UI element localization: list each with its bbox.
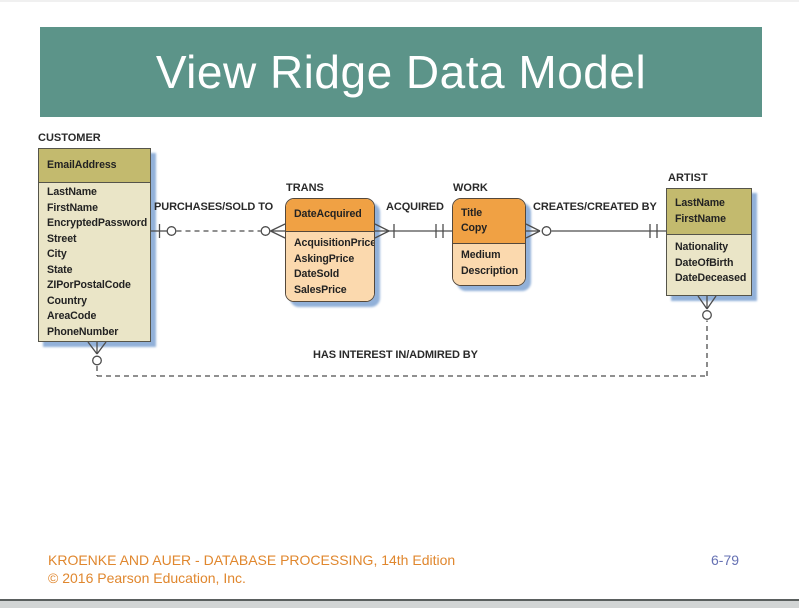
attribute: AreaCode (47, 310, 97, 322)
entity-trans-key-section: DateAcquired (286, 199, 374, 232)
title-banner: View Ridge Data Model (40, 27, 762, 117)
entity-label-work: WORK (453, 182, 488, 194)
crow-foot-icon (525, 223, 541, 239)
optional-circle-icon (92, 355, 102, 366)
entity-trans-attributes: AcquisitionPrice AskingPrice DateSold Sa… (286, 232, 374, 301)
connector-work-artist (525, 223, 666, 239)
crow-foot-icon (697, 295, 717, 310)
attribute: City (47, 248, 67, 260)
crow-foot-icon (374, 223, 390, 239)
bottom-edge-line (0, 599, 799, 601)
attribute: Medium (461, 249, 501, 261)
connector-customer-trans (151, 223, 286, 239)
entity-artist-attributes: Nationality DateOfBirth DateDeceased (667, 235, 751, 295)
attribute: PhoneNumber (47, 325, 119, 338)
attribute: Copy (461, 222, 488, 234)
attribute: Street (47, 232, 77, 245)
crow-foot-icon (87, 341, 107, 355)
attribute: DateSold (294, 268, 340, 280)
connector-trans-work (374, 223, 452, 239)
attribute: AcquisitionPrice (294, 237, 375, 249)
crow-foot-icon (270, 223, 286, 239)
slide-title: View Ridge Data Model (155, 46, 647, 98)
optional-circle-icon (260, 226, 271, 236)
entity-label-artist: ARTIST (668, 172, 708, 184)
attribute: LastName (47, 186, 97, 198)
attribute: AskingPrice (294, 252, 355, 265)
attribute: SalesPrice (294, 283, 347, 296)
attribute: Nationality (675, 241, 729, 253)
entity-artist-key-section: LastName FirstName (667, 189, 751, 235)
footer-copyright-line: © 2016 Pearson Education, Inc. (48, 570, 246, 586)
attribute: EmailAddress (47, 158, 117, 171)
relationship-label-purchases: PURCHASES/SOLD TO (154, 201, 274, 213)
attribute: DateOfBirth (675, 256, 734, 269)
attribute: FirstName (47, 201, 98, 214)
attribute: EncryptedPassword (47, 217, 148, 229)
relationship-label-creates: CREATES/CREATED BY (533, 201, 657, 213)
attribute: Country (47, 294, 87, 307)
attribute: LastName (675, 197, 725, 209)
entity-customer-key-section: EmailAddress (39, 149, 150, 183)
footer-credit-line: KROENKE AND AUER - DATABASE PROCESSING, … (48, 552, 456, 568)
entity-label-trans: TRANS (286, 182, 324, 194)
bottom-edge-strip (0, 601, 799, 608)
entity-artist: LastName FirstName Nationality DateOfBir… (666, 188, 752, 296)
attribute: Title (461, 206, 483, 219)
entity-work-key-section: Title Copy (453, 199, 525, 244)
optional-circle-icon (166, 226, 177, 236)
entity-work: Title Copy Medium Description (452, 198, 526, 286)
slide-page-number: 6-79 (711, 552, 740, 568)
attribute: State (47, 263, 73, 276)
entity-customer: EmailAddress LastName FirstName Encrypte… (38, 148, 151, 342)
connector-customer-artist (87, 295, 717, 377)
attribute: FirstName (675, 212, 726, 225)
attribute: Description (461, 264, 519, 277)
relationship-label-interest: HAS INTEREST IN/ADMIRED BY (313, 349, 478, 361)
attribute: ZIPorPostalCode (47, 279, 131, 291)
entity-work-attributes: Medium Description (453, 244, 525, 285)
optional-circle-icon (541, 226, 552, 236)
relationship-label-acquired: ACQUIRED (386, 201, 444, 213)
attribute: DateAcquired (294, 208, 362, 221)
entity-trans: DateAcquired AcquisitionPrice AskingPric… (285, 198, 375, 302)
optional-circle-icon (702, 310, 712, 320)
attribute: DateDeceased (675, 272, 747, 284)
entity-customer-attributes: LastName FirstName EncryptedPassword Str… (39, 183, 150, 341)
entity-label-customer: CUSTOMER (38, 132, 101, 144)
